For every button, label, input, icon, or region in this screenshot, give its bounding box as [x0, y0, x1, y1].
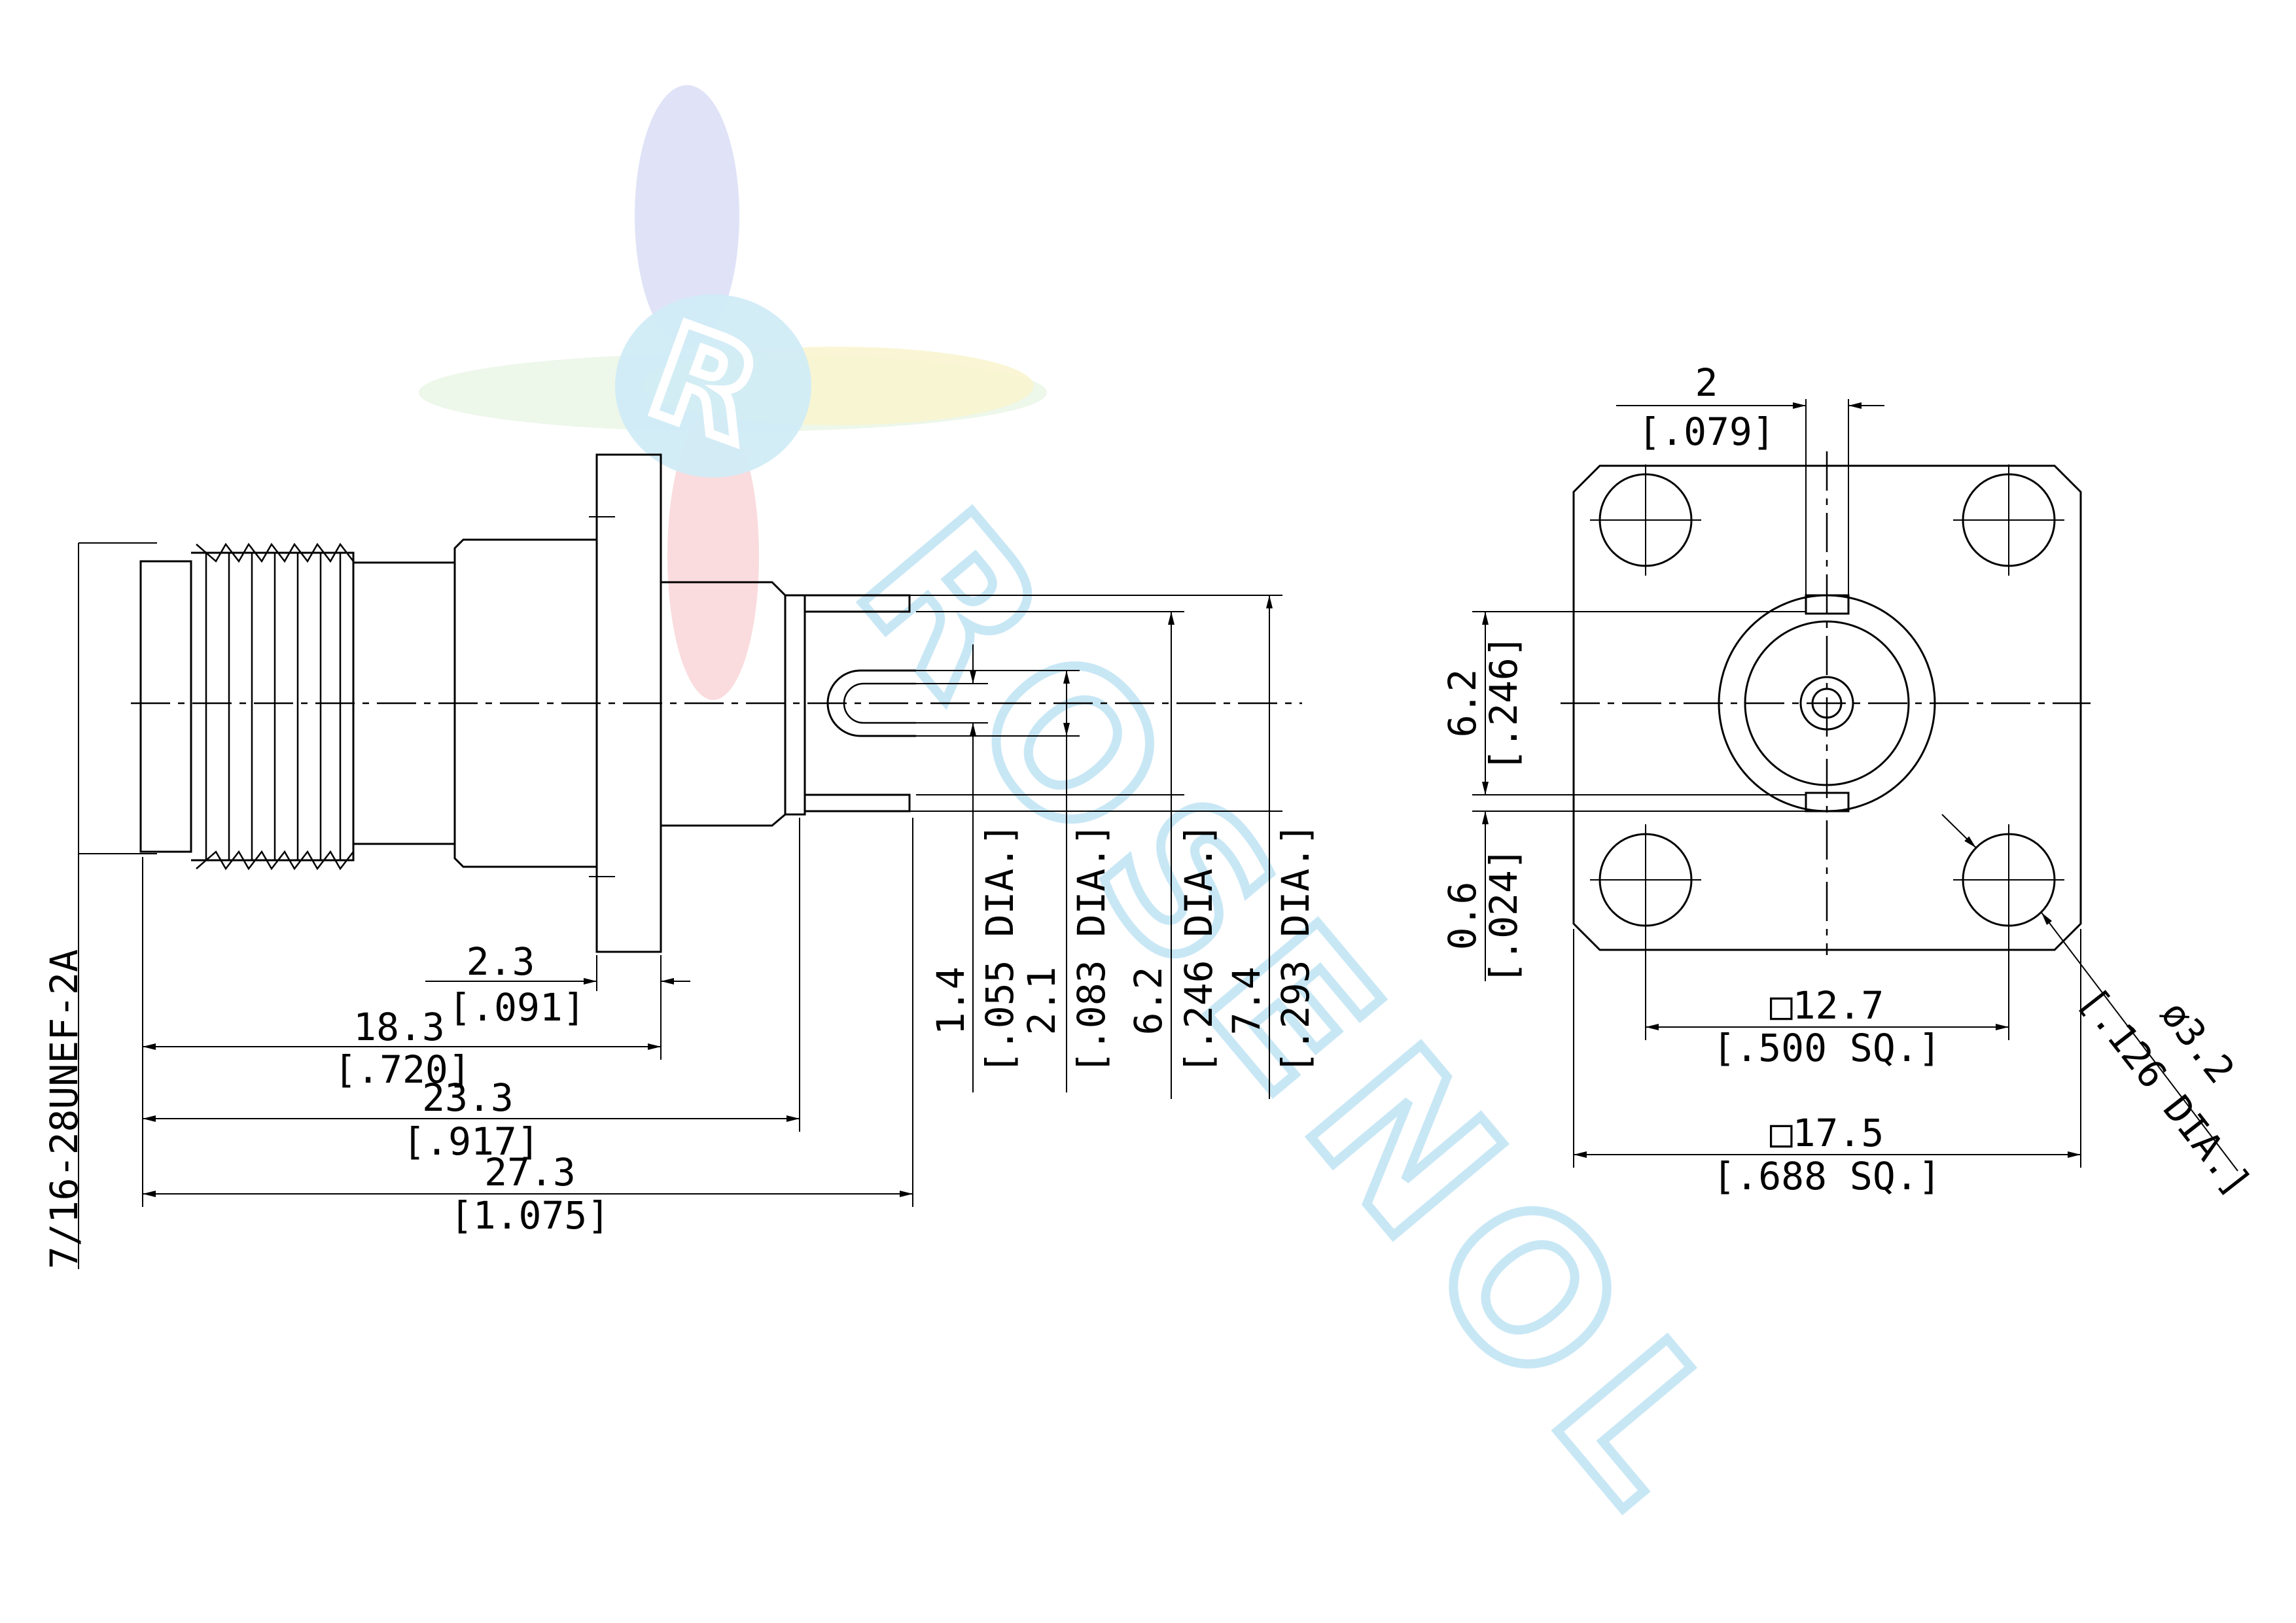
mounting-holes: [1590, 464, 2064, 935]
dim-length-23-3: 23.3 [.917]: [143, 818, 800, 1164]
dim-dia-7-4: 7.4 [.293 DIA.]: [910, 595, 1318, 1099]
front-cap: [139, 560, 192, 853]
dim-slot-height: 0.6 [.024]: [1440, 811, 1806, 985]
connector-contact-inner: [1811, 688, 1843, 719]
dim-18-3-metric: 18.3: [353, 1005, 445, 1049]
dim-6-2-metric: 6.2: [1126, 967, 1171, 1036]
dim-hole-spacing-metric: □12.7: [1770, 983, 1884, 1028]
dim-27-3-metric: 27.3: [484, 1150, 576, 1195]
front-view: 2 [.079] 6.2 [.246] 0.6 [.024] □12.7 [.5…: [1440, 360, 2260, 1204]
dim-flange-metric: 2.3: [467, 939, 535, 984]
dim-slot-spacing-metric: 6.2: [1440, 669, 1485, 738]
front-flange-outline: [1572, 464, 2082, 951]
thread-dim-line: [78, 542, 157, 1269]
slot-bottom: [1805, 792, 1850, 812]
dim-slot-height-metric: 0.6: [1440, 882, 1485, 951]
connector-dielectric: [1744, 620, 1910, 786]
dim-slot-spacing: 6.2 [.246]: [1440, 611, 1806, 795]
dim-7-4-inch: [.293 DIA.]: [1273, 823, 1318, 1074]
dim-dia-2-1: 2.1 [.083 DIA.]: [916, 670, 1114, 1092]
dim-7-4-metric: 7.4: [1224, 967, 1269, 1036]
thread-label: 7/16-28UNEF-2A: [42, 949, 86, 1269]
pin-inner: [843, 682, 916, 724]
bottom-tab: [805, 794, 911, 812]
dim-hole-spacing-inch: [.500 SQ.]: [1712, 1026, 1941, 1070]
dim-length-27-3: 27.3 [1.075]: [143, 818, 913, 1238]
dim-slot-height-inch: [.024]: [1481, 847, 1526, 985]
dim-slot-width: 2 [.079]: [1616, 360, 1884, 595]
dim-length-18-3: 18.3 [.720]: [142, 857, 662, 1207]
dim-flange-size-metric: □17.5: [1770, 1111, 1884, 1155]
watermark-logo: R: [419, 85, 1047, 700]
dim-1-4-metric: 1.4: [928, 967, 973, 1036]
dim-23-3-metric: 23.3: [422, 1075, 514, 1120]
dim-flange-inch: [.091]: [448, 985, 586, 1030]
flange: [595, 453, 662, 953]
dim-slot-width-inch: [.079]: [1638, 410, 1775, 454]
dim-flange-2-3: 2.3 [.091]: [425, 939, 690, 1030]
dim-2-1-metric: 2.1: [1019, 967, 1064, 1036]
dim-flange-size: □17.5 [.688 SQ.]: [1573, 929, 2081, 1198]
dim-dia-1-4: 1.4 [.055 DIA.]: [916, 644, 1022, 1092]
side-view: 7/16-28UNEF-2A 2.3 [.091] 18.3 [.720] 23…: [42, 453, 1318, 1269]
dim-1-4-inch: [.055 DIA.]: [978, 823, 1022, 1074]
dim-6-2-inch: [.246 DIA.]: [1176, 823, 1221, 1074]
slot-top: [1805, 594, 1850, 615]
dim-slot-width-metric: 2: [1695, 360, 1718, 405]
dim-flange-size-inch: [.688 SQ.]: [1712, 1154, 1941, 1198]
dim-hole-dia: ø3.2 [.126 DIA.]: [1941, 814, 2260, 1204]
dim-27-3-inch: [1.075]: [450, 1193, 610, 1238]
rear-step: [785, 594, 806, 816]
dim-hole-spacing: □12.7 [.500 SQ.]: [1645, 929, 2009, 1070]
threaded-section: [191, 542, 355, 871]
pin-outer: [826, 669, 916, 737]
dim-2-1-inch: [.083 DIA.]: [1069, 823, 1114, 1074]
flange-hole-ticks: [589, 516, 615, 877]
top-tab: [805, 594, 911, 613]
dim-23-3-inch: [.917]: [402, 1119, 540, 1164]
dim-18-3-inch: [.720]: [334, 1047, 471, 1092]
dim-slot-spacing-inch: [.246]: [1481, 635, 1526, 772]
connector-contact-outer: [1799, 676, 1854, 731]
dim-dia-6-2: 6.2 [.246 DIA.]: [916, 611, 1221, 1099]
